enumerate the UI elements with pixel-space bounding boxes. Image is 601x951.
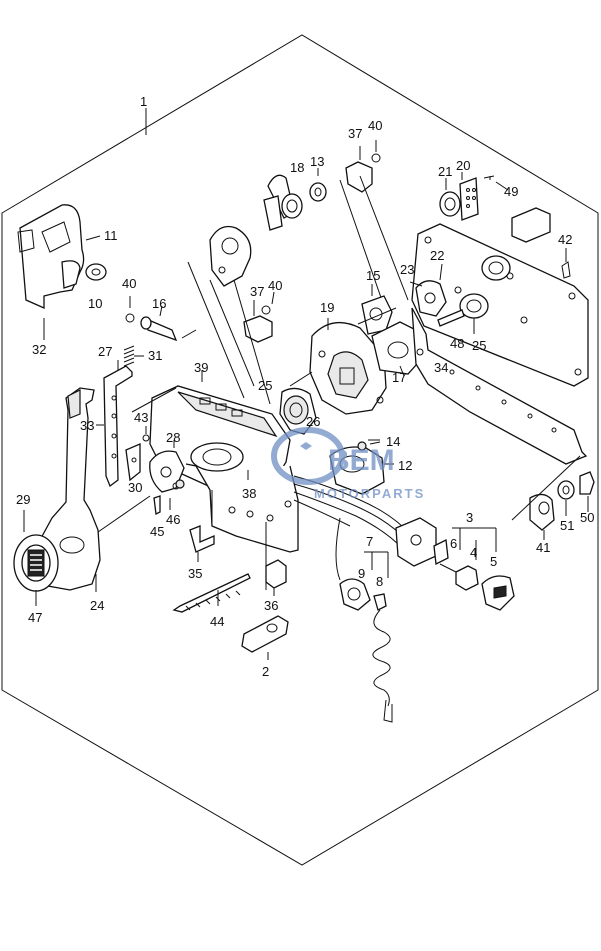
callout-15: 15 [366, 268, 380, 283]
upper-linkage-parts [209, 140, 409, 343]
wiring-harness-parts [293, 439, 515, 723]
watermark-sub: MOTORPARTS [314, 486, 425, 501]
callout-2: 2 [262, 664, 269, 679]
callout-45: 45 [150, 524, 164, 539]
callout-14: 14 [386, 434, 400, 449]
callout-34: 34 [434, 360, 448, 375]
callout-7: 7 [366, 534, 373, 549]
callout-46: 46 [166, 512, 180, 527]
callout-48: 48 [450, 336, 464, 351]
control-lever-part [13, 387, 101, 606]
callout-38: 38 [242, 486, 256, 501]
lever-bracket-part [96, 360, 133, 488]
callout-36: 36 [264, 598, 278, 613]
remote-control-housing [149, 370, 299, 553]
callout-37-top: 37 [348, 126, 362, 141]
watermark-logo: BEM MOTORPARTS [271, 427, 425, 501]
assembly-frame [1, 34, 599, 866]
detent-parts [125, 426, 185, 515]
callout-19: 19 [320, 300, 334, 315]
callout-11: 11 [104, 228, 118, 243]
callout-30: 30 [128, 480, 142, 495]
callout-25-right: 25 [472, 338, 486, 353]
callout-33: 33 [80, 418, 94, 433]
callout-20: 20 [456, 158, 470, 173]
callout-35: 35 [188, 566, 202, 581]
callout-24: 24 [90, 598, 104, 613]
callout-5: 5 [490, 554, 497, 569]
callout-8: 8 [376, 574, 383, 589]
friction-knob-parts [511, 455, 595, 540]
callout-6: 6 [450, 536, 457, 551]
cam-plate-part [279, 318, 387, 435]
callout-21: 21 [438, 164, 452, 179]
callout-43: 43 [134, 410, 148, 425]
callout-27: 27 [98, 344, 112, 359]
callout-18: 18 [290, 160, 304, 175]
callout-17: 17 [392, 370, 406, 385]
callout-25-left: 25 [258, 378, 272, 393]
callout-9: 9 [358, 566, 365, 581]
callout-51: 51 [560, 518, 574, 533]
callout-22: 22 [430, 248, 444, 263]
callout-47: 47 [28, 610, 42, 625]
side-cover-plate [409, 223, 589, 465]
callout-29: 29 [16, 492, 30, 507]
callout-44: 44 [210, 614, 224, 629]
callout-50: 50 [580, 510, 594, 525]
callout-41: 41 [536, 540, 550, 555]
callout-42: 42 [558, 232, 572, 247]
callout-1: 1 [140, 94, 147, 109]
callout-49: 49 [504, 184, 518, 199]
trim-switch-parts [439, 172, 571, 279]
callout-23: 23 [400, 262, 414, 277]
callout-16: 16 [152, 296, 166, 311]
callout-40-mid: 40 [268, 278, 282, 293]
callout-10: 10 [88, 296, 102, 311]
callout-40-top: 40 [368, 118, 382, 133]
handle-grip-part [17, 204, 107, 340]
callout-31: 31 [148, 348, 162, 363]
callout-28: 28 [166, 430, 180, 445]
callout-labels: 1 2 3 4 5 6 7 8 9 10 11 12 14 13 15 16 1… [16, 94, 594, 679]
neutral-cam-part [357, 284, 425, 377]
callout-13: 13 [310, 154, 324, 169]
assembly-guide-lines [97, 261, 313, 590]
mounting-hardware [172, 525, 289, 660]
callout-4: 4 [470, 545, 477, 560]
callout-37-mid: 37 [250, 284, 264, 299]
callout-3: 3 [466, 510, 473, 525]
callout-40-left: 40 [122, 276, 136, 291]
callout-12: 12 [398, 458, 412, 473]
watermark-brand: BEM [328, 444, 395, 477]
callout-32: 32 [32, 342, 46, 357]
callout-39: 39 [194, 360, 208, 375]
pin-and-spring-parts [123, 296, 197, 367]
callout-26: 26 [306, 414, 320, 429]
